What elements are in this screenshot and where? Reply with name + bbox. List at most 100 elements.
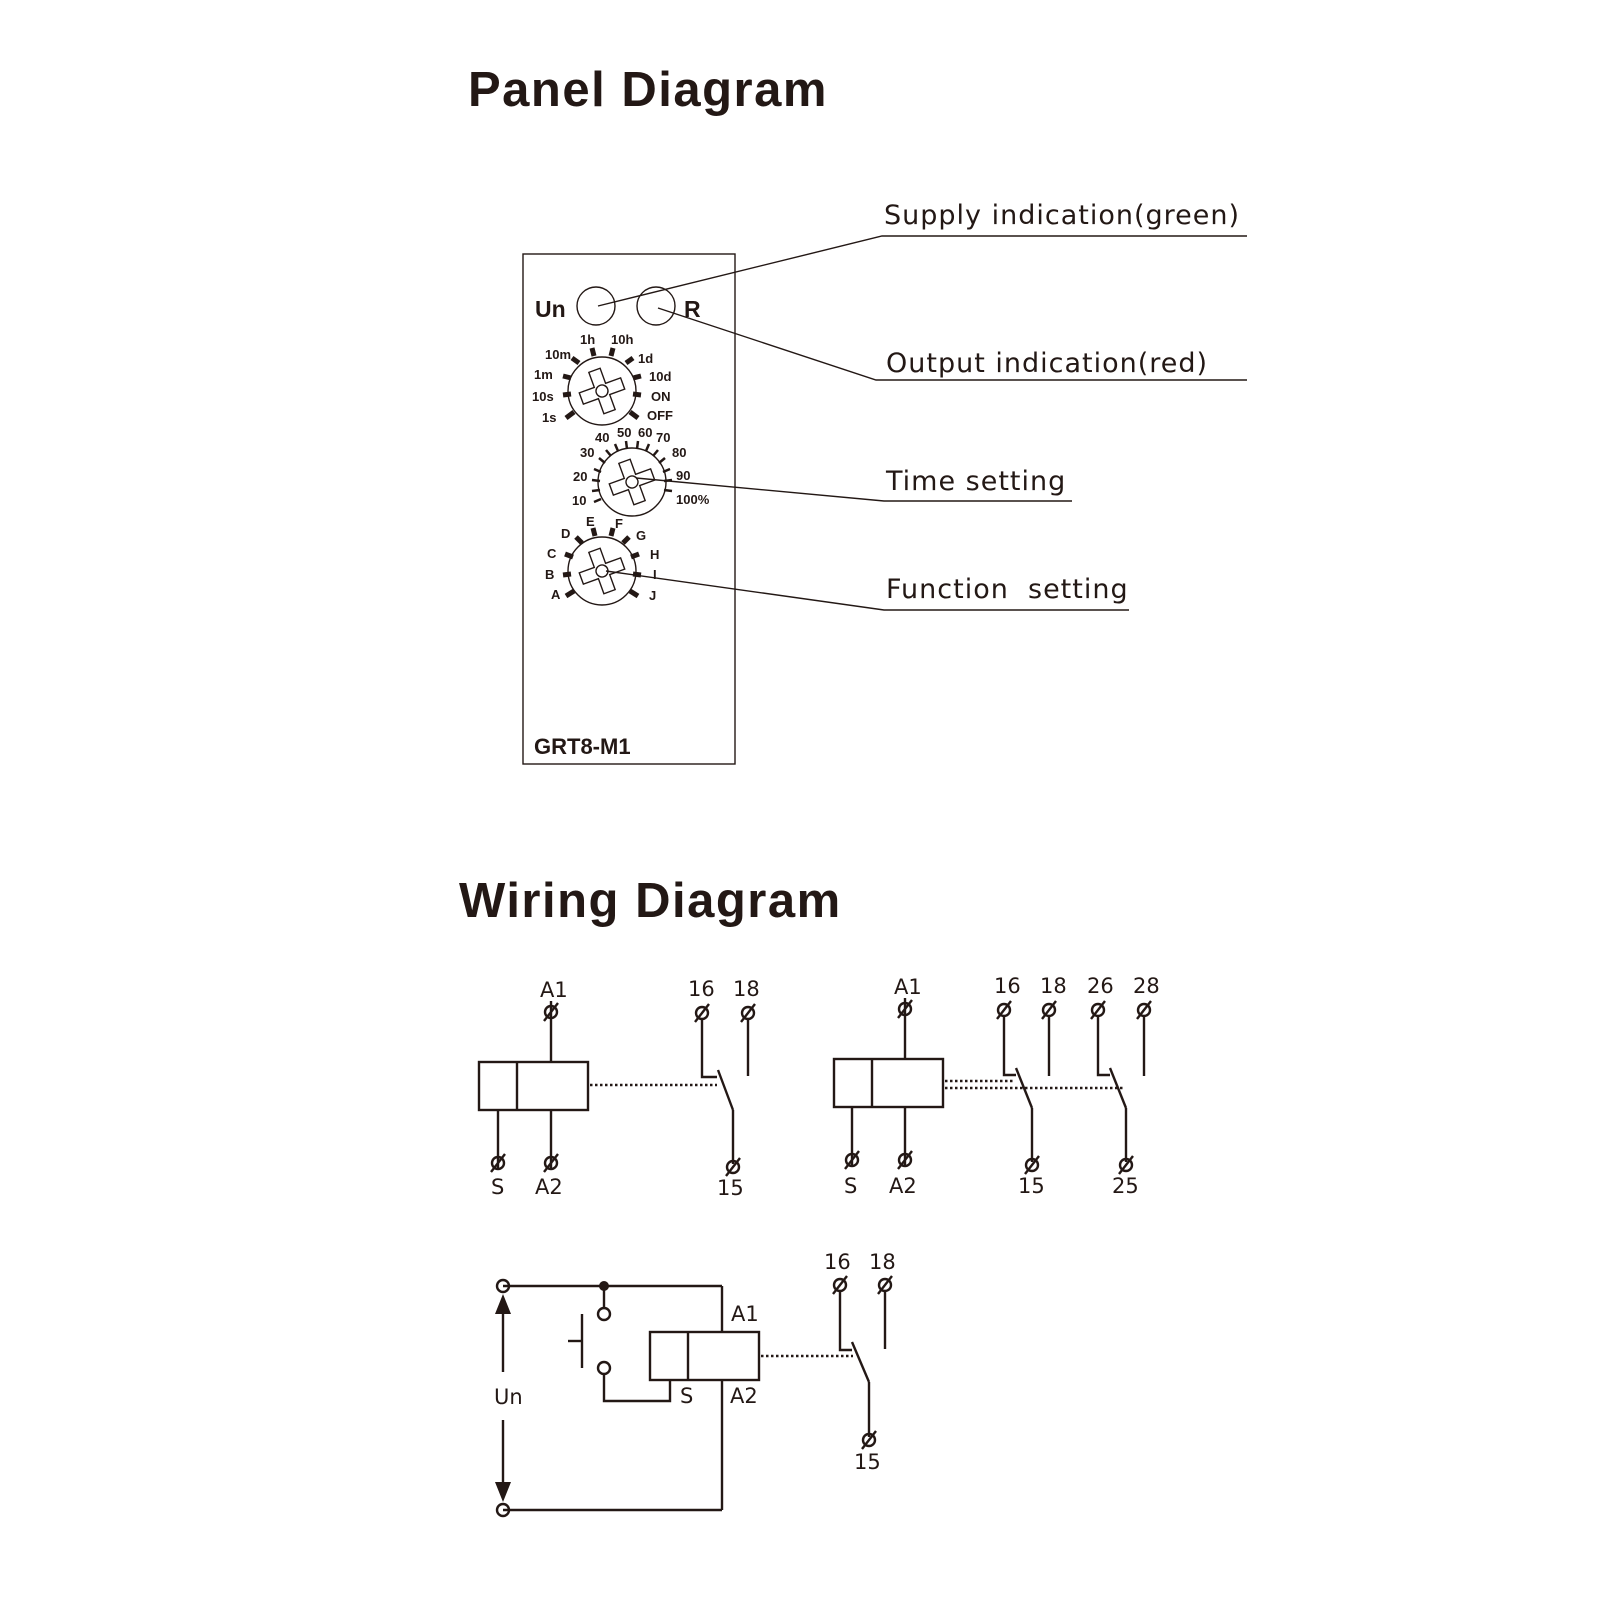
output-indication-callout: Output indication(red): [886, 348, 1208, 379]
function-label-g: G: [636, 528, 646, 543]
range-label-10d: 10d: [649, 369, 671, 384]
led-supply-label: Un: [535, 296, 566, 322]
range-knob: [567, 356, 637, 426]
function-label-b: B: [545, 567, 554, 582]
supply-callout-leader: [597, 235, 1247, 307]
wiring-diagram-title: Wiring Diagram: [459, 874, 842, 928]
push-button-contact-top-icon: [596, 1306, 612, 1322]
function-label-a: A: [551, 587, 561, 602]
single-relay-diagram: A1 S A2 16 18 15: [477, 977, 760, 1200]
range-label-1h: 1h: [580, 332, 595, 347]
terminal-a2-icon: [543, 1153, 559, 1173]
range-label-1s: 1s: [542, 410, 556, 425]
conn-18-label: 18: [869, 1250, 896, 1274]
time-dial-ticks: [591, 440, 673, 504]
device-model-label: GRT8-M1: [534, 734, 631, 759]
dual-25-label: 25: [1112, 1174, 1139, 1198]
terminal-s-icon: [490, 1153, 506, 1173]
dual-switch-blade-2: [1108, 1067, 1128, 1109]
dual-relay-coil: [832, 1057, 945, 1109]
arrow-up-icon: [495, 1294, 511, 1314]
panel-diagram-title: Panel Diagram: [468, 63, 828, 117]
single-s-label: S: [491, 1175, 504, 1199]
function-label-i: I: [653, 567, 657, 582]
time-label-40: 40: [595, 430, 609, 445]
range-label-10s: 10s: [532, 389, 554, 404]
function-label-j: J: [649, 588, 656, 603]
dual-a1-label: A1: [894, 975, 922, 999]
terminal-s-icon: [844, 1150, 860, 1170]
supply-terminal-bottom-icon: [495, 1502, 511, 1518]
conn-16-label: 16: [824, 1250, 851, 1274]
connection-switch-blade: [850, 1341, 871, 1383]
range-label-on: ON: [651, 389, 671, 404]
terminal-a1-icon: [897, 999, 913, 1019]
connection-relay-coil: [648, 1330, 761, 1382]
function-dial-ticks: [562, 527, 642, 599]
range-dial: 1s 10s 1m 10m 1h 10h 1d 10d ON OFF: [532, 332, 673, 426]
single-18-label: 18: [733, 977, 760, 1001]
time-label-90: 90: [676, 468, 690, 483]
led-output-label: R: [684, 296, 701, 322]
time-dial: 10 20 30 40 50 60 70 80 90 100%: [572, 425, 710, 517]
time-label-30: 30: [580, 445, 594, 460]
panel-outline: [522, 253, 736, 765]
dual-18-label: 18: [1040, 974, 1067, 998]
single-relay-coil: [477, 1060, 590, 1112]
arrow-down-icon: [495, 1482, 511, 1502]
dual-a2-label: A2: [889, 1174, 917, 1198]
dual-26-label: 26: [1087, 974, 1114, 998]
time-label-70: 70: [656, 430, 670, 445]
terminal-15-icon: [1024, 1155, 1040, 1175]
dual-15-label: 15: [1018, 1174, 1045, 1198]
single-15-label: 15: [717, 1176, 744, 1200]
terminal-a2-icon: [897, 1150, 913, 1170]
terminal-15-icon: [861, 1430, 877, 1450]
output-led: [636, 286, 676, 326]
function-label-e: E: [586, 514, 595, 529]
time-knob-pointer-icon: [608, 458, 656, 506]
range-dial-ticks: [562, 347, 642, 420]
time-setting-callout: Time setting: [885, 466, 1066, 497]
function-label-d: D: [561, 526, 570, 541]
function-knob: [567, 536, 637, 606]
single-switch-blade: [716, 1069, 735, 1111]
function-setting-callout: Function setting: [886, 574, 1129, 605]
dual-16-label: 16: [994, 974, 1021, 998]
range-label-10h: 10h: [611, 332, 633, 347]
terminal-a1-icon: [543, 1002, 559, 1022]
time-label-80: 80: [672, 445, 686, 460]
time-label-10: 10: [572, 493, 586, 508]
un-label: Un: [494, 1385, 523, 1409]
dual-28-label: 28: [1133, 974, 1160, 998]
range-label-1d: 1d: [638, 351, 653, 366]
single-a2-label: A2: [535, 1175, 563, 1199]
time-label-100: 100%: [676, 492, 710, 507]
conn-s-label: S: [680, 1384, 693, 1408]
supply-terminal-top-icon: [495, 1278, 511, 1294]
function-label-h: H: [650, 547, 659, 562]
function-label-f: F: [615, 516, 623, 531]
time-label-60: 60: [638, 425, 652, 440]
dual-s-label: S: [844, 1174, 857, 1198]
push-button-contact-bottom-icon: [596, 1360, 612, 1376]
conn-15-label: 15: [854, 1450, 881, 1474]
supply-led: [576, 286, 616, 326]
terminal-25-icon: [1118, 1155, 1134, 1175]
time-callout-leader: [635, 477, 1072, 502]
single-a1-label: A1: [540, 978, 568, 1002]
callout-leaders: [597, 235, 1247, 611]
device-panel: Un R 1s 10s 1m: [522, 253, 736, 765]
function-label-c: C: [547, 546, 557, 561]
time-knob: [597, 447, 667, 517]
connection-diagram: Un A1 S A2 16 18 15: [494, 1250, 896, 1518]
supply-indication-callout: Supply indication(green): [884, 200, 1240, 231]
single-16-label: 16: [688, 977, 715, 1001]
range-label-1m: 1m: [534, 367, 553, 382]
range-label-10m: 10m: [545, 347, 571, 362]
time-label-50: 50: [617, 425, 631, 440]
function-knob-pointer-icon: [578, 547, 626, 595]
conn-a2-label: A2: [730, 1384, 758, 1408]
time-label-20: 20: [573, 469, 587, 484]
